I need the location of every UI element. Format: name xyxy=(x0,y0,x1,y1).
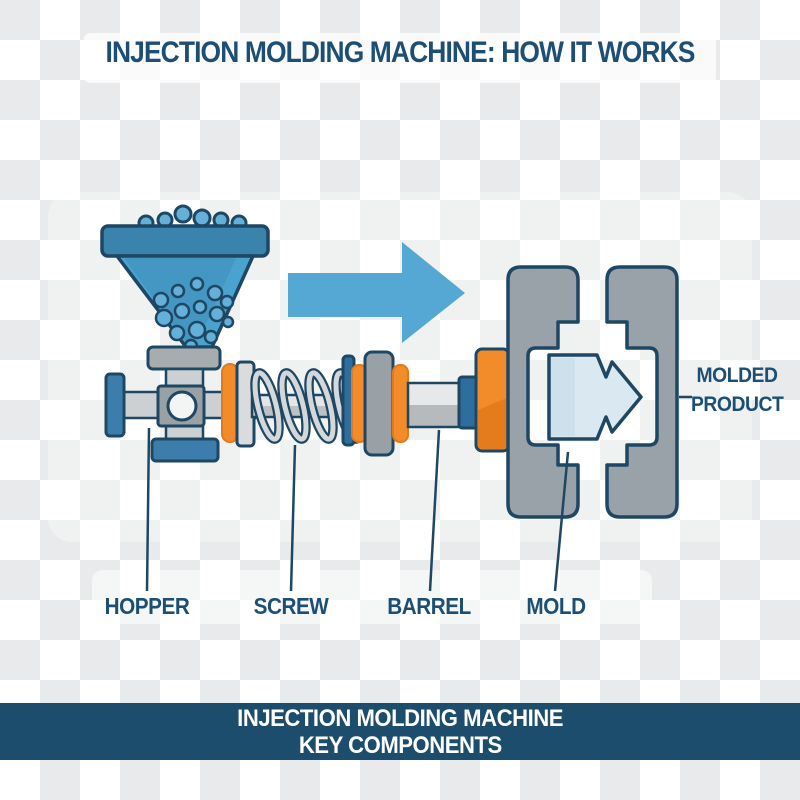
cross-bottom-cap xyxy=(150,437,220,463)
barrel-flange-block xyxy=(363,350,395,457)
hopper-pellets-icon xyxy=(152,276,235,354)
thrust-ring-orange-3 xyxy=(392,364,409,443)
screw-assembly xyxy=(221,350,409,457)
barrel-tube xyxy=(406,381,463,429)
page-title: INJECTION MOLDING MACHINE: HOW IT WORKS xyxy=(105,36,696,69)
feed-throat-collar xyxy=(146,345,222,371)
leader-line-hopper xyxy=(145,427,151,592)
nozzle-orange-shade xyxy=(478,398,507,449)
cross-left-arm xyxy=(120,390,162,420)
leader-line-barrel xyxy=(428,429,441,592)
label-molded-product: MOLDED PRODUCT xyxy=(691,361,784,419)
hopper-funnel-shade xyxy=(124,258,236,344)
flow-arrow-icon xyxy=(288,242,465,343)
label-molded-product-line1: MOLDED xyxy=(696,364,778,387)
footer-banner: INJECTION MOLDING MACHINE KEY COMPONENTS xyxy=(0,703,800,760)
leader-lines xyxy=(145,395,692,592)
label-barrel: BARREL xyxy=(387,593,471,619)
hopper-rim xyxy=(100,224,270,258)
nozzle xyxy=(457,347,511,453)
valve-cross-assembly xyxy=(104,372,257,463)
footer-banner-line1: INJECTION MOLDING MACHINE xyxy=(237,704,563,732)
molded-product-shade xyxy=(551,358,575,436)
footer-banner-line2: KEY COMPONENTS xyxy=(298,731,502,759)
leader-line-mold xyxy=(553,451,570,592)
cross-port-circle xyxy=(166,390,198,422)
screw-coil xyxy=(250,368,365,444)
title-backdrop xyxy=(84,33,716,83)
mold-right-half xyxy=(605,265,679,519)
label-screw: SCREW xyxy=(253,593,329,619)
label-molded-product-line2: PRODUCT xyxy=(691,393,784,416)
mold xyxy=(506,265,679,519)
leader-line-screw xyxy=(289,444,297,592)
cross-left-cap xyxy=(104,372,126,438)
labels-backdrop xyxy=(92,570,652,624)
label-mold: MOLD xyxy=(526,593,586,619)
label-hopper: HOPPER xyxy=(104,593,190,619)
hopper xyxy=(100,204,270,391)
mold-left-half xyxy=(506,265,580,519)
